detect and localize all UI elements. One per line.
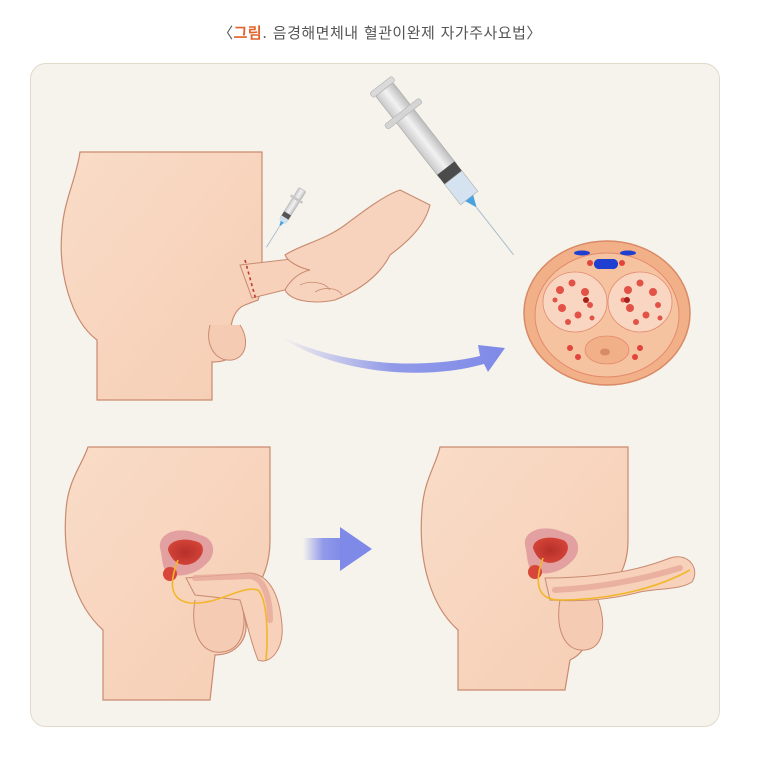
torso-shape bbox=[420, 446, 629, 691]
injection-site-line bbox=[244, 259, 257, 301]
corpus-cavernosum-right bbox=[607, 271, 673, 333]
large-syringe-icon bbox=[370, 76, 514, 256]
caption-separator: . bbox=[262, 24, 268, 42]
dorsal-vein bbox=[593, 259, 619, 270]
caption-label: 그림 bbox=[233, 24, 263, 42]
scrotum-shape bbox=[208, 324, 247, 361]
hand-shape bbox=[284, 189, 431, 303]
curved-arrow-icon bbox=[280, 336, 505, 373]
corpus-cavernosum-left bbox=[542, 271, 608, 333]
urethra bbox=[537, 557, 691, 601]
figure-caption: 〈그림. 음경해면체내 혈관이완제 자가주사요법〉 bbox=[0, 22, 760, 43]
penis-cross-section bbox=[523, 240, 691, 386]
small-syringe-icon bbox=[266, 187, 306, 248]
injection-figure bbox=[60, 151, 431, 401]
urethra bbox=[171, 559, 268, 661]
caption-open-bracket: 〈 bbox=[218, 24, 234, 42]
after-figure bbox=[420, 446, 696, 691]
before-figure bbox=[64, 446, 283, 701]
caption-close-bracket: 〉 bbox=[526, 24, 542, 42]
torso-shape bbox=[60, 151, 263, 401]
straight-arrow-icon bbox=[303, 527, 372, 571]
caption-title: 음경해면체내 혈관이완제 자가주사요법 bbox=[272, 24, 527, 42]
